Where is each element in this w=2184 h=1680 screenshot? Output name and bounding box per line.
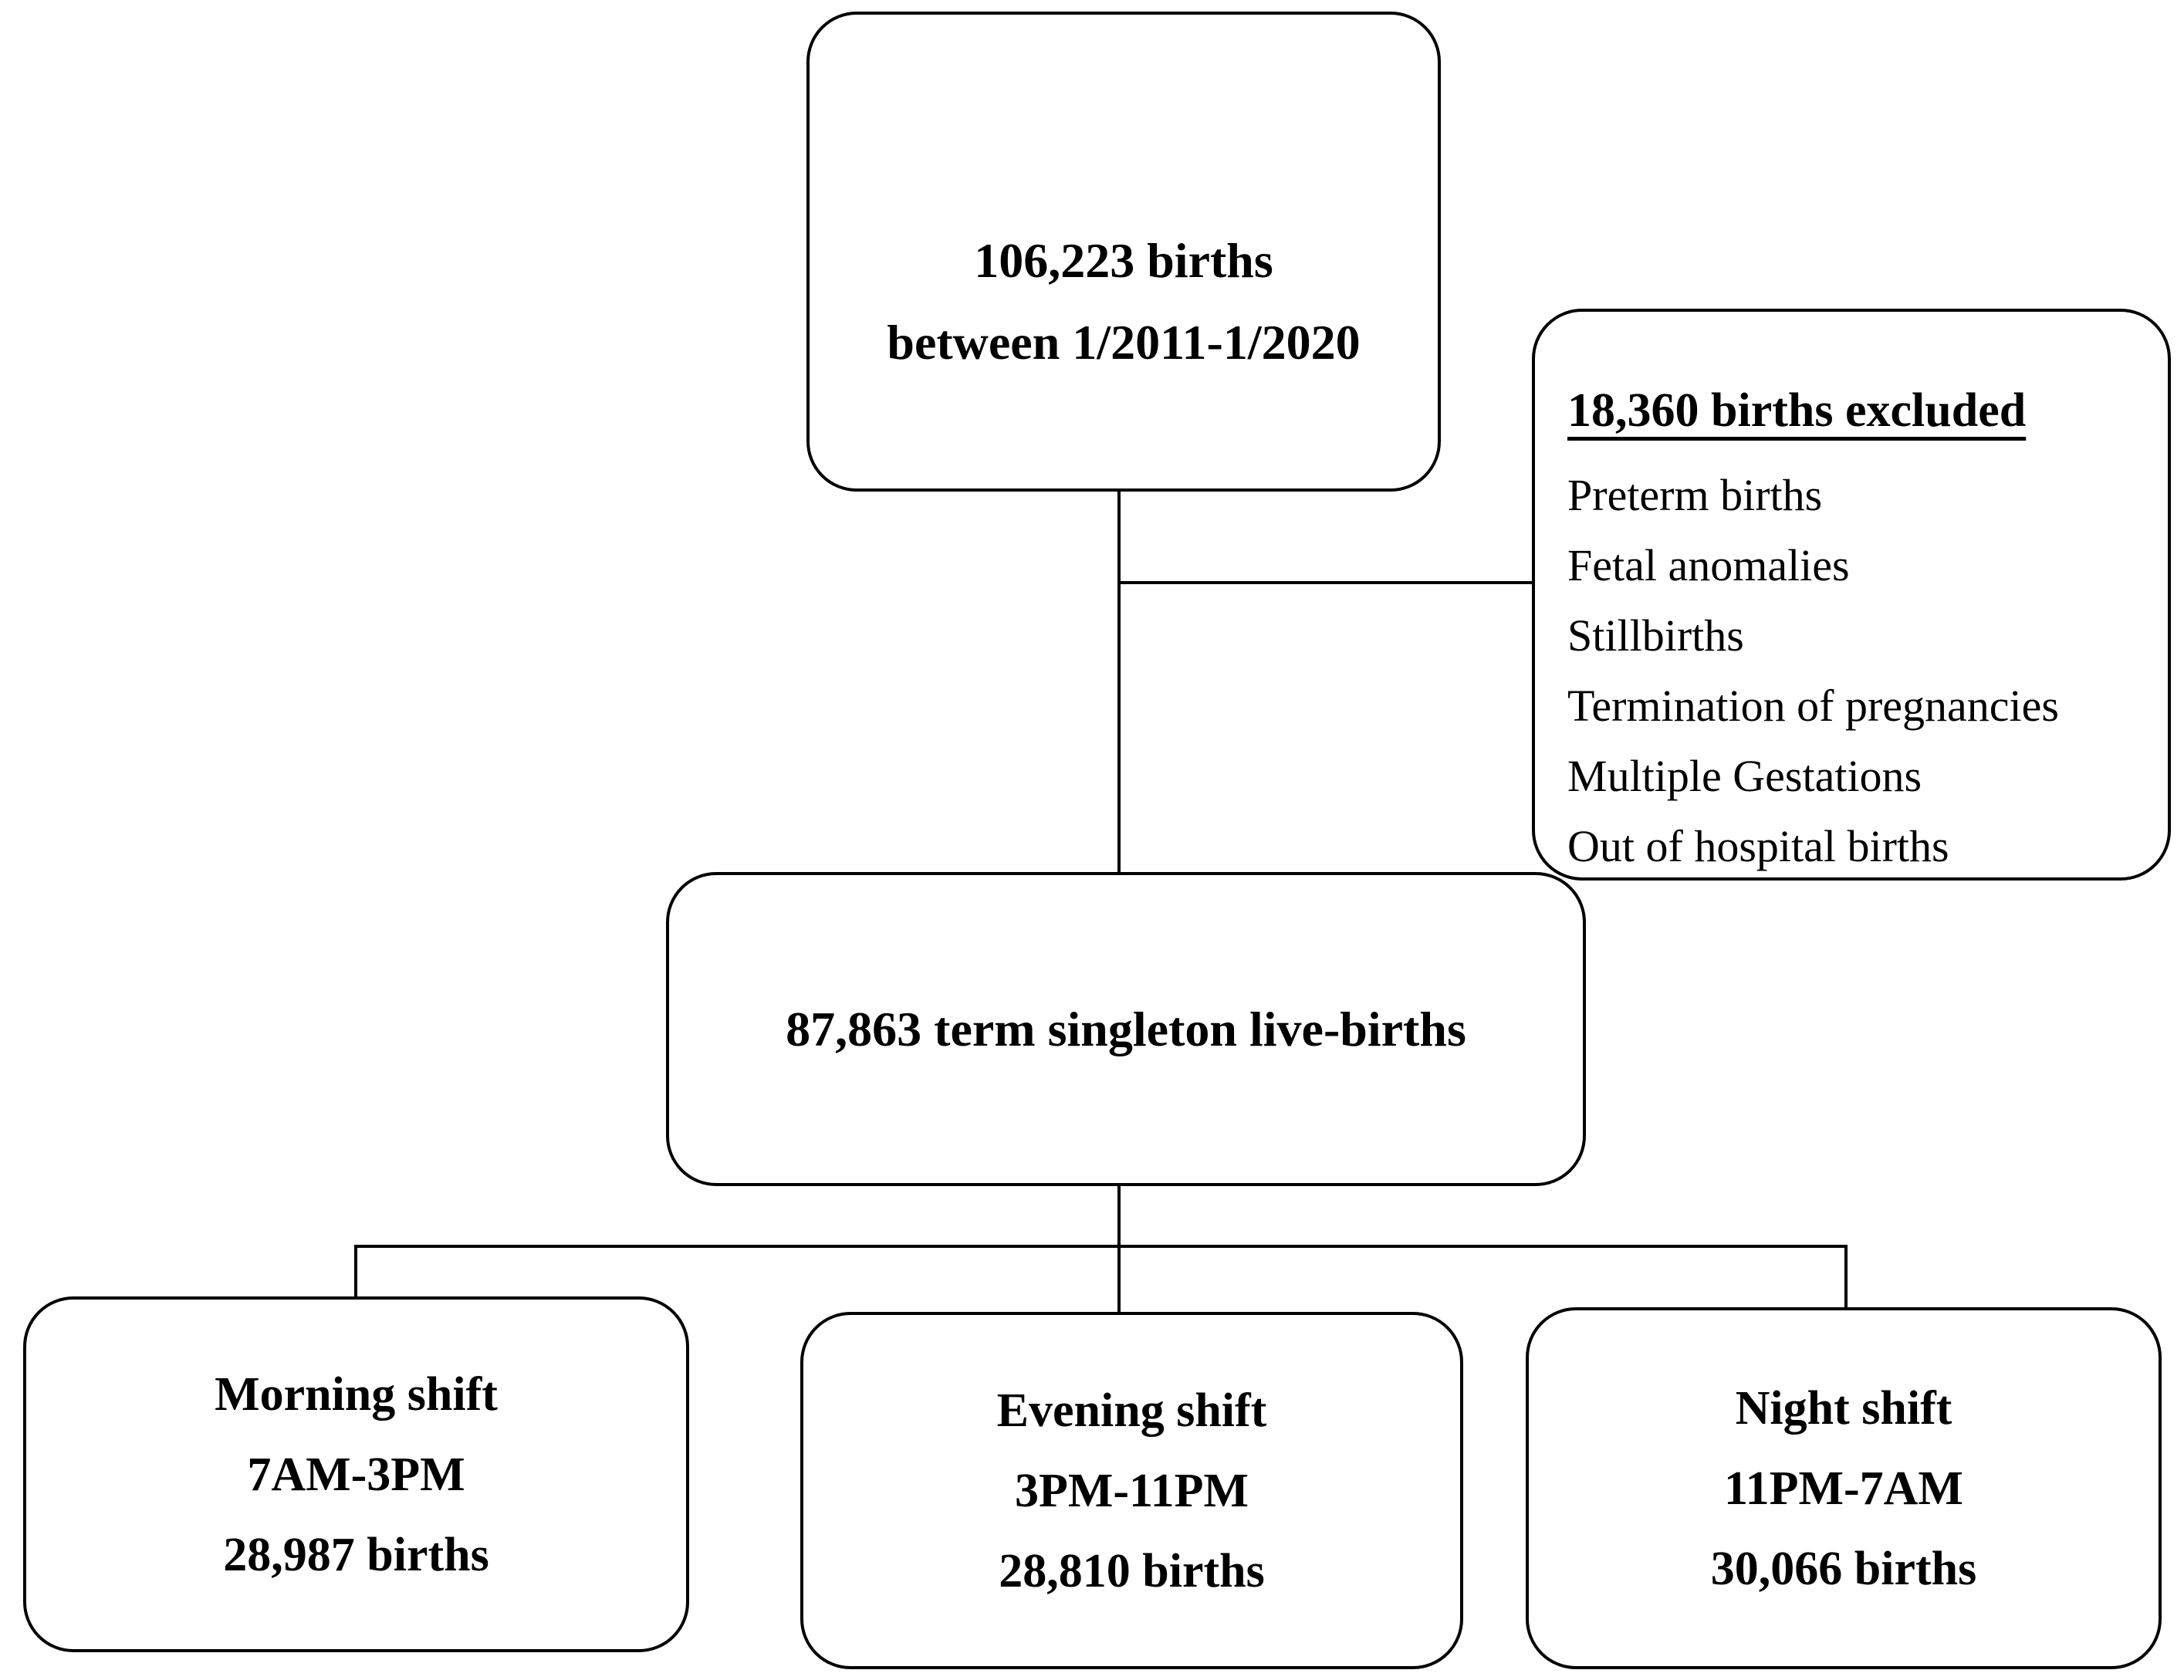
excluded-reason-terminations: Termination of pregnancies [1567,681,2059,731]
evening-shift-hours: 3PM-11PM [1014,1464,1249,1517]
total-births-box: 106,223 births between 1/2011-1/2020 [806,12,1441,492]
cohort-box: 87,863 term singleton live-births [666,872,1586,1186]
connector-cohort-to-split [1117,1185,1121,1248]
morning-shift-name: Morning shift [215,1367,498,1421]
excluded-reason-stillbirths: Stillbirths [1567,610,1744,661]
excluded-reason-fetal-anomalies: Fetal anomalies [1567,540,1850,590]
connector-branch-to-excluded [1119,581,1533,584]
excluded-births-box: 18,360 births excluded Preterm births Fe… [1532,309,2171,881]
excluded-reasons-list: Preterm births Fetal anomalies Stillbirt… [1567,460,2059,881]
connector-top-to-cohort [1117,491,1121,874]
evening-shift-name: Evening shift [996,1384,1267,1437]
excluded-reason-preterm: Preterm births [1567,470,1823,520]
connector-split-horizontal [354,1245,1848,1248]
excluded-reason-out-of-hospital: Out of hospital births [1567,821,1949,871]
connector-stub-evening [1117,1245,1121,1315]
morning-shift-births: 28,987 births [223,1528,489,1581]
evening-shift-births: 28,810 births [999,1544,1265,1597]
night-shift-name: Night shift [1735,1381,1952,1435]
connector-stub-morning [354,1245,357,1300]
connector-stub-night [1844,1245,1848,1310]
evening-shift-box: Evening shift 3PM-11PM 28,810 births [800,1312,1463,1669]
total-births-count: 106,223 births [974,233,1273,288]
morning-shift-box: Morning shift 7AM-3PM 28,987 births [23,1296,689,1652]
cohort-label: 87,863 term singleton live-births [786,1001,1466,1056]
morning-shift-hours: 7AM-3PM [247,1448,465,1501]
night-shift-box: Night shift 11PM-7AM 30,066 births [1526,1307,2162,1669]
excluded-reason-multiple-gestations: Multiple Gestations [1567,751,1922,801]
night-shift-hours: 11PM-7AM [1724,1462,1963,1515]
night-shift-births: 30,066 births [1710,1542,1977,1595]
excluded-births-title: 18,360 births excluded [1567,384,2027,437]
total-births-period: between 1/2011-1/2020 [887,315,1361,370]
